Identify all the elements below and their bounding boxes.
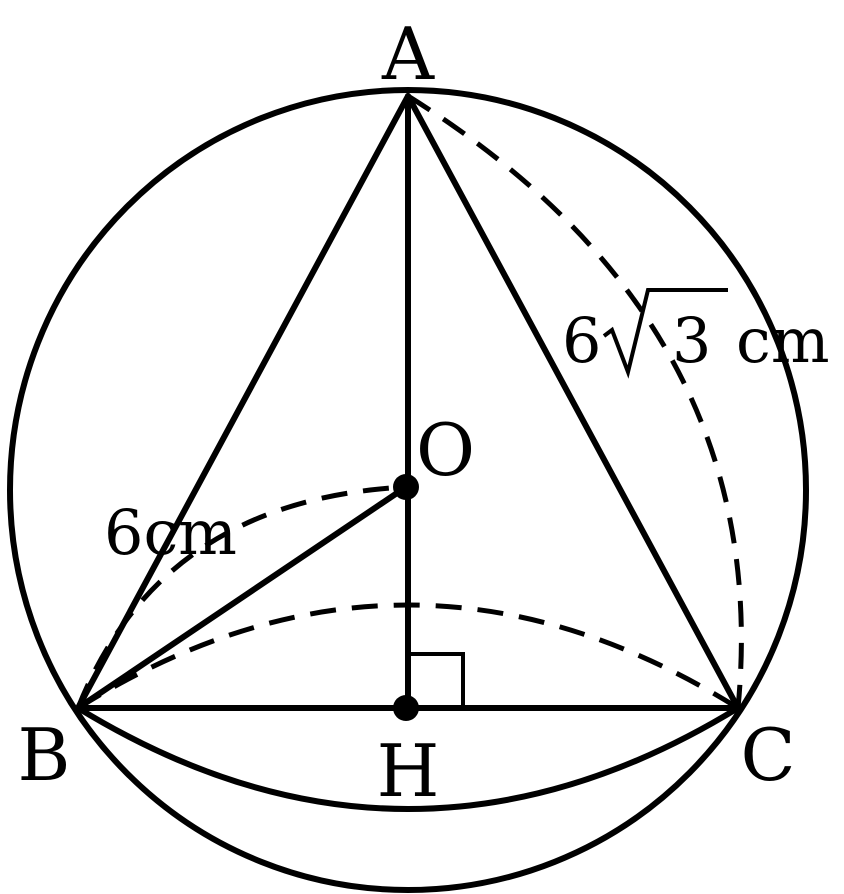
label-a: A xyxy=(381,12,435,96)
edge-ac xyxy=(405,93,741,711)
edge-ab xyxy=(75,93,411,711)
right-angle-marker xyxy=(408,652,465,708)
label-h: H xyxy=(377,729,440,813)
label-side-unit: cm xyxy=(736,304,830,377)
arc-a-c xyxy=(406,93,744,709)
label-o: O xyxy=(416,408,475,492)
label-side-coefficient: 6 xyxy=(562,304,601,377)
label-side-radicand: 3 xyxy=(672,304,711,377)
sqrt-symbol xyxy=(602,288,728,379)
segment-ob xyxy=(75,484,409,711)
point-h xyxy=(393,695,419,721)
label-radius: 6cm xyxy=(104,496,237,569)
label-c: C xyxy=(740,713,795,797)
base-front-arc xyxy=(75,705,741,812)
label-b: B xyxy=(18,713,71,797)
sphere-outline xyxy=(7,87,809,893)
point-o xyxy=(393,474,419,500)
label-side-length: 6 3 cm xyxy=(562,288,830,379)
